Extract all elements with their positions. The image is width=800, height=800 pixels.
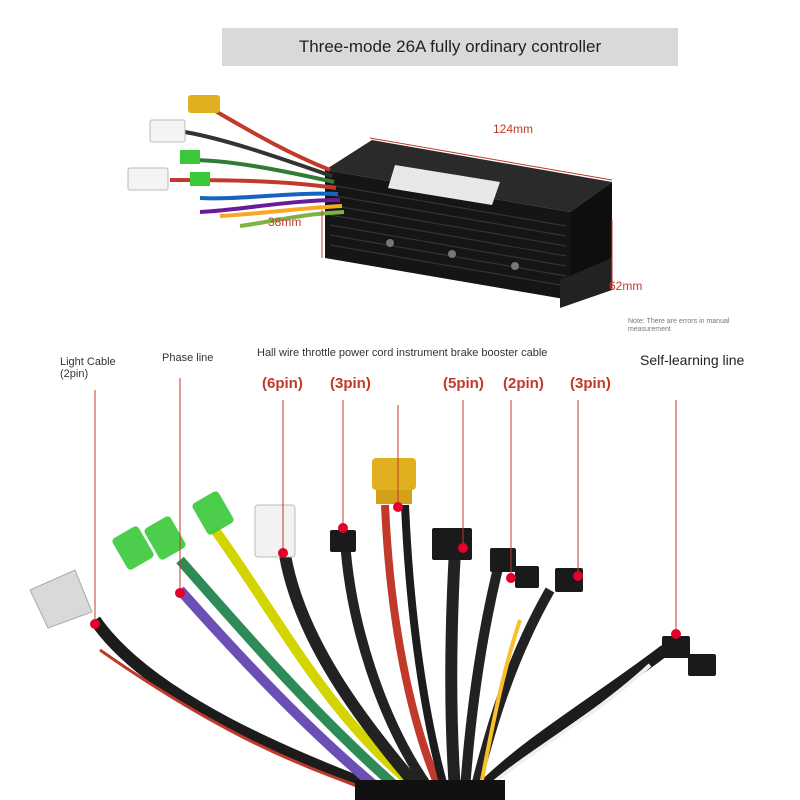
brake-marker [506, 573, 516, 583]
leader-lines [94, 378, 677, 633]
light-cable-marker [90, 619, 100, 629]
title-text: Three-mode 26A fully ordinary controller [298, 37, 602, 56]
height-dimension: 38mm [268, 215, 302, 229]
hall-pin-count: (6pin) [262, 375, 303, 392]
power-cord-marker [393, 502, 403, 512]
group-label: Hall wire throttle power cord instrument… [257, 347, 548, 359]
booster-pin-count: (3pin) [570, 375, 611, 392]
brake-pin-count: (2pin) [503, 375, 544, 392]
hall-wire-marker [278, 548, 288, 558]
self-learning-label: Self-learning line [640, 352, 745, 368]
title-banner: Three-mode 26A fully ordinary controller [222, 28, 678, 66]
self-learning-marker [671, 629, 681, 639]
width-dimension: 62mm [609, 279, 643, 293]
throttle-marker [338, 523, 348, 533]
controller-box [325, 140, 612, 308]
light-cable-label: Light Cable (2pin) [60, 356, 116, 380]
booster-marker [573, 571, 583, 581]
instrument-pin-count: (5pin) [443, 375, 484, 392]
marker-dots [90, 502, 681, 639]
harness-connectors [29, 458, 716, 676]
measurement-note: Note: There are errors in manual measure… [628, 318, 730, 333]
phase-line-marker [175, 588, 185, 598]
wire-harness [90, 504, 669, 800]
instrument-marker [458, 543, 468, 553]
upper-connectors [127, 95, 220, 191]
phase-line-label: Phase line [162, 352, 214, 364]
controller-wires [169, 103, 345, 228]
dimension-lines [321, 137, 613, 290]
throttle-pin-count: (3pin) [330, 375, 371, 392]
length-dimension: 124mm [493, 122, 534, 136]
